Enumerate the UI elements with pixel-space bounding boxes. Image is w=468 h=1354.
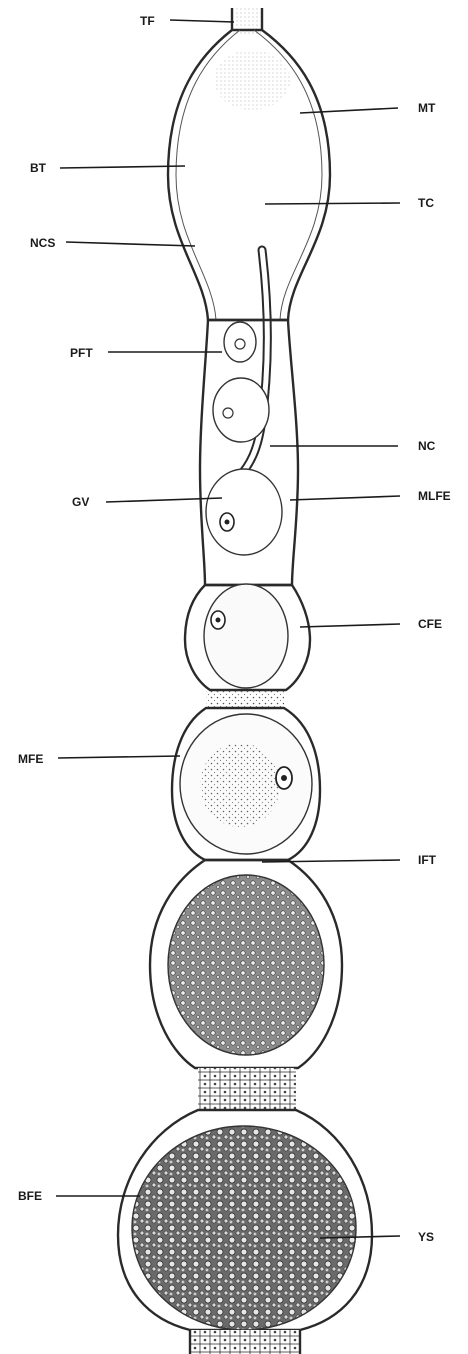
label-mlfe: MLFE	[290, 489, 451, 503]
young-oocyte	[206, 469, 282, 555]
svg-text:BFE: BFE	[18, 1189, 42, 1203]
svg-text:TF: TF	[140, 14, 155, 28]
svg-text:PFT: PFT	[70, 346, 93, 360]
label-bt: BT	[30, 161, 185, 175]
svg-text:MFE: MFE	[18, 752, 43, 766]
svg-text:TC: TC	[418, 196, 434, 210]
germarium	[168, 30, 330, 320]
follicle-vitellogenic	[150, 860, 342, 1110]
label-ncs: NCS	[30, 236, 195, 250]
follicle-basal	[118, 1110, 372, 1354]
previtellarium	[200, 320, 298, 585]
svg-text:CFE: CFE	[418, 617, 442, 631]
svg-text:YS: YS	[418, 1230, 434, 1244]
label-nc: NC	[270, 439, 436, 453]
young-oocyte	[213, 378, 269, 442]
svg-text:NC: NC	[418, 439, 436, 453]
label-tf: TF	[140, 14, 234, 28]
svg-text:BT: BT	[30, 161, 47, 175]
svg-text:MLFE: MLFE	[418, 489, 451, 503]
svg-text:MT: MT	[418, 101, 436, 115]
svg-text:GV: GV	[72, 495, 89, 509]
svg-text:NCS: NCS	[30, 236, 55, 250]
label-cfe: CFE	[300, 617, 442, 631]
follicle-columnar	[185, 584, 310, 708]
label-pft: PFT	[70, 346, 222, 360]
svg-text:IFT: IFT	[418, 853, 437, 867]
label-mfe: MFE	[18, 752, 180, 766]
follicle-mature	[172, 708, 320, 860]
